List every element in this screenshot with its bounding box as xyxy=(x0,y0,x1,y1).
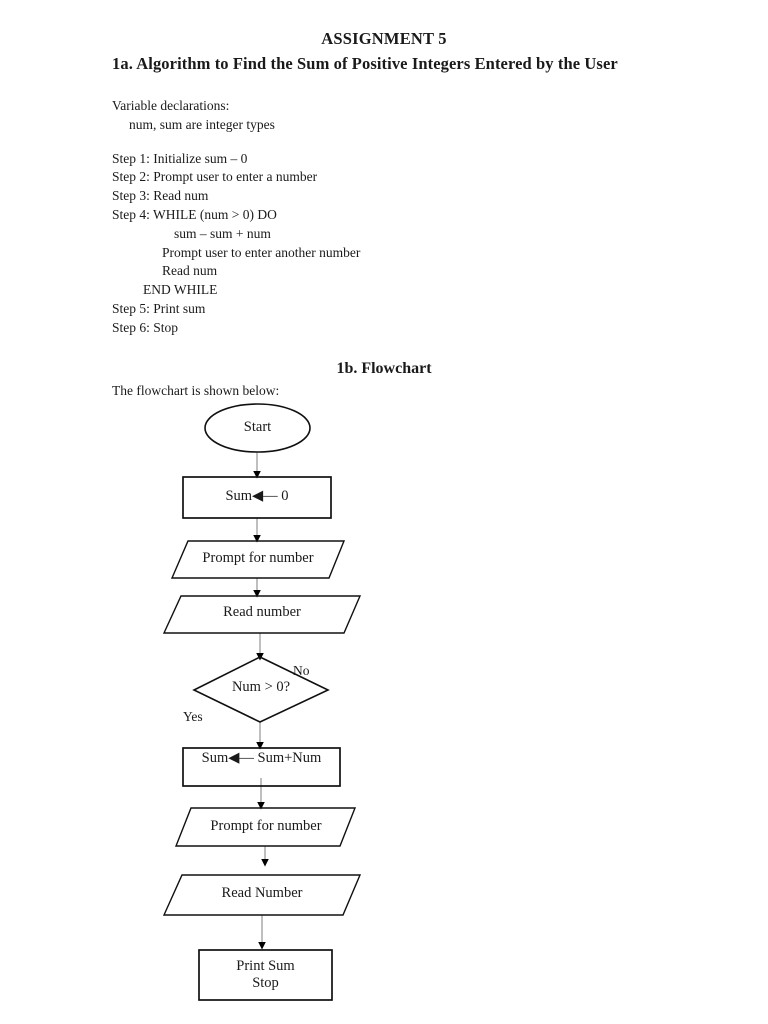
flow-label-print-stop: Print Sum Stop xyxy=(236,958,295,991)
flow-branch-label-no: No xyxy=(293,663,310,678)
algorithm-end-while: END WHILE xyxy=(143,282,218,298)
flow-label-read-1: Read number xyxy=(223,604,301,620)
flow-label-prompt-2: Prompt for number xyxy=(210,818,322,834)
flow-connectors xyxy=(253,452,269,950)
algorithm-block: Variable declarations: num, sum are inte… xyxy=(112,97,360,338)
algorithm-step-2: Step 2: Prompt user to enter a number xyxy=(112,169,318,185)
flow-label-init-sum: Sum◀— 0 xyxy=(225,488,289,504)
section-b-heading: 1b. Flowchart xyxy=(336,360,432,377)
flow-label-prompt-1: Prompt for number xyxy=(202,550,314,566)
block-spacer xyxy=(112,135,360,150)
page-title: ASSIGNMENT 5 xyxy=(321,29,447,48)
algorithm-loop-body-2: Prompt user to enter another number xyxy=(162,244,361,260)
flow-label-start: Start xyxy=(243,419,272,435)
algorithm-loop-body-3: Read num xyxy=(162,263,218,279)
flow-branch-label-yes: Yes xyxy=(183,709,203,724)
algorithm-step-1: Step 1: Initialize sum – 0 xyxy=(112,150,248,166)
algorithm-step-3: Step 3: Read num xyxy=(112,188,209,204)
declarations-label: Variable declarations: xyxy=(112,98,230,113)
section-a-heading: 1a. Algorithm to Find the Sum of Positiv… xyxy=(112,54,618,73)
declarations-value: num, sum are integer types xyxy=(129,116,275,132)
algorithm-loop-body-1: sum – sum + num xyxy=(174,225,271,241)
algorithm-step-6: Step 6: Stop xyxy=(112,319,179,335)
flow-label-decision: Num > 0? xyxy=(231,679,291,695)
flow-label-read-2: Read Number xyxy=(221,885,303,901)
algorithm-step-5: Step 5: Print sum xyxy=(112,300,206,316)
algorithm-step-4: Step 4: WHILE (num > 0) DO xyxy=(112,206,277,222)
flowchart-intro: The flowchart is shown below: xyxy=(112,383,280,398)
flow-label-accumulate: Sum◀— Sum+Num xyxy=(201,750,322,766)
